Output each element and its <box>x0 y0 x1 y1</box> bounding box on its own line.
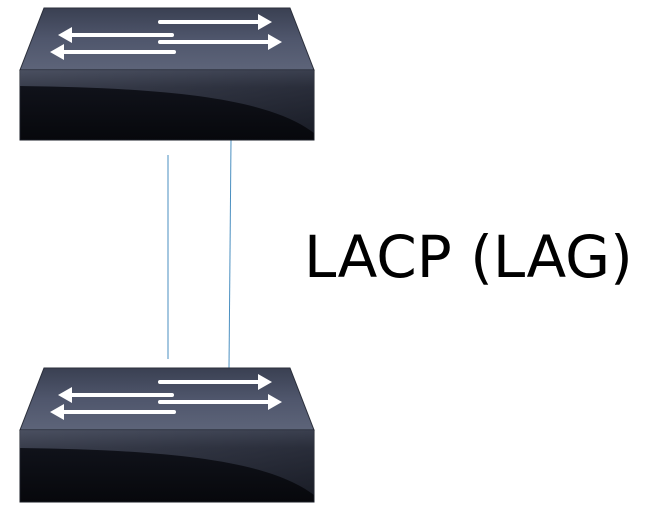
lag-link-2 <box>228 139 232 369</box>
switch-arrows-icon <box>50 14 282 60</box>
switch-top <box>19 7 315 141</box>
switch-arrows-icon <box>50 374 282 420</box>
switch-bottom <box>19 367 315 503</box>
switch-front-sheen <box>20 430 314 495</box>
switch-front-sheen <box>20 70 314 133</box>
lag-label: LACP (LAG) <box>304 223 633 291</box>
lag-links <box>167 139 232 369</box>
